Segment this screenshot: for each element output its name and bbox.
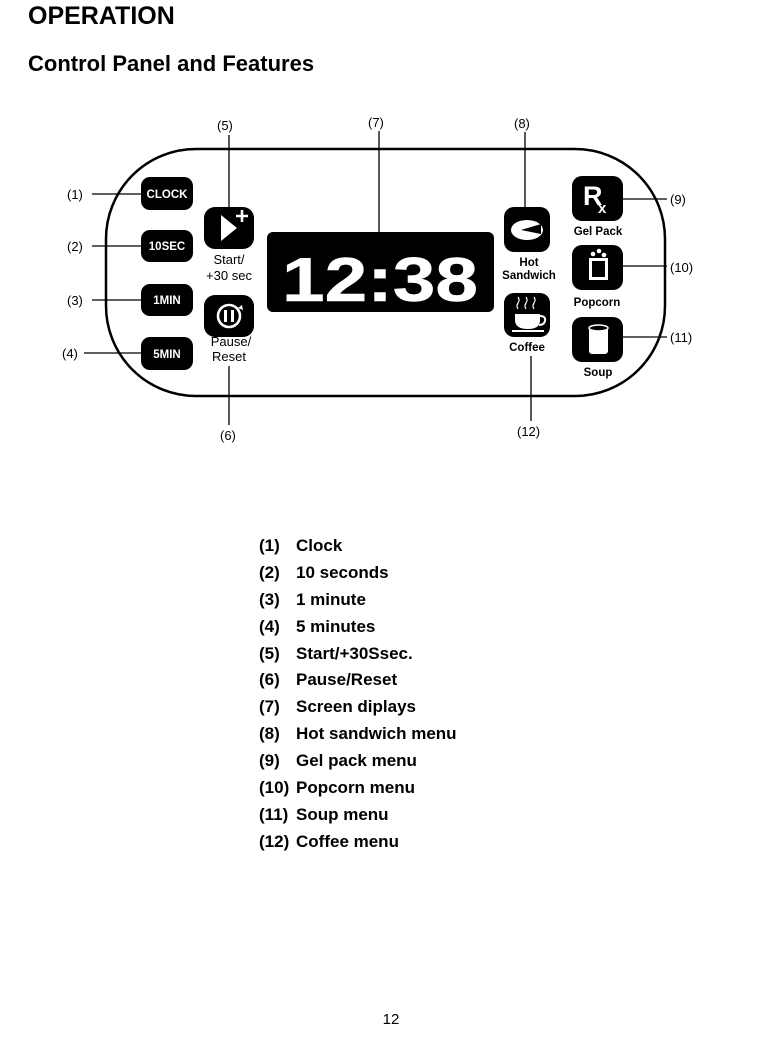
pause-label-line1: Pause/ [211, 334, 252, 349]
popcorn-button[interactable] [572, 245, 623, 290]
clock-button[interactable]: CLOCK [141, 177, 193, 210]
callout-9: (9) [670, 192, 686, 207]
popcorn-label: Popcorn [574, 297, 621, 309]
feature-list: (1)Clock (2)10 seconds (3)1 minute (4)5 … [259, 536, 457, 859]
list-item: (5)Start/+30Ssec. [259, 643, 413, 663]
callout-11: (11) [670, 330, 692, 345]
pause-label-line2: Reset [212, 349, 246, 364]
callout-7: (7) [368, 115, 384, 130]
one-minute-button[interactable]: 1MIN [141, 284, 193, 316]
list-item: (9)Gel pack menu [259, 751, 417, 771]
list-item: (6)Pause/Reset [259, 670, 398, 690]
list-item: (3)1 minute [259, 589, 366, 609]
list-item: (7)Screen diplays [259, 697, 417, 717]
rx-icon: R [583, 181, 603, 211]
list-item: (10)Popcorn menu [259, 778, 416, 798]
callout-4: (4) [62, 346, 78, 361]
led-display [267, 232, 494, 312]
start-plus-30-button[interactable] [204, 207, 254, 249]
pause-reset-icon [216, 303, 242, 329]
callout-3: (3) [67, 293, 83, 308]
display-readout: 12:38 [282, 246, 478, 315]
gel-pack-label: Gel Pack [574, 226, 623, 238]
page-heading: OPERATION [28, 2, 175, 30]
gel-pack-button[interactable]: R x [572, 176, 623, 221]
svg-text:CLOCK: CLOCK [147, 189, 189, 201]
five-minute-button[interactable]: 5MIN [141, 337, 193, 370]
pause-reset-button[interactable] [204, 295, 254, 337]
hot-sandwich-label-line2: Sandwich [502, 270, 556, 282]
callout-5: (5) [217, 118, 233, 133]
callout-12: (12) [517, 424, 540, 439]
list-item: (11)Soup menu [259, 804, 389, 824]
section-heading: Control Panel and Features [28, 51, 315, 76]
play-icon [221, 215, 237, 241]
control-panel-diagram: (1) (2) (3) (4) (5) (6) (7) (8) (9) (10)… [62, 115, 693, 443]
list-item: (8)Hot sandwich menu [259, 724, 457, 744]
list-item: (4)5 minutes [259, 616, 376, 636]
plus-icon [236, 210, 248, 222]
soup-can-icon [588, 324, 609, 354]
callout-1: (1) [67, 187, 83, 202]
sandwich-icon [511, 220, 543, 240]
callout-lines [84, 131, 667, 425]
start-label-line2: +30 sec [206, 268, 252, 283]
ten-second-button[interactable]: 10SEC [141, 230, 193, 262]
list-item: (2)10 seconds [259, 562, 389, 582]
hot-sandwich-label-line1: Hot [519, 257, 538, 269]
coffee-button[interactable] [504, 293, 550, 337]
hot-sandwich-button[interactable] [504, 207, 550, 252]
start-label-line1: Start/ [213, 252, 244, 267]
callout-10: (10) [670, 260, 693, 275]
list-item: (12)Coffee menu [259, 831, 399, 851]
callout-6: (6) [220, 428, 236, 443]
svg-text:10SEC: 10SEC [149, 241, 185, 253]
callout-2: (2) [67, 239, 83, 254]
rx-icon-subscript: x [598, 200, 607, 217]
soup-label: Soup [584, 367, 613, 379]
svg-text:1MIN: 1MIN [153, 295, 180, 307]
list-item: (1)Clock [259, 536, 343, 555]
svg-text:5MIN: 5MIN [153, 349, 180, 361]
popcorn-icon [589, 248, 608, 280]
callout-8: (8) [514, 116, 530, 131]
coffee-label: Coffee [509, 342, 545, 354]
soup-button[interactable] [572, 317, 623, 362]
coffee-cup-icon [512, 296, 547, 332]
page-number: 12 [382, 1011, 400, 1028]
